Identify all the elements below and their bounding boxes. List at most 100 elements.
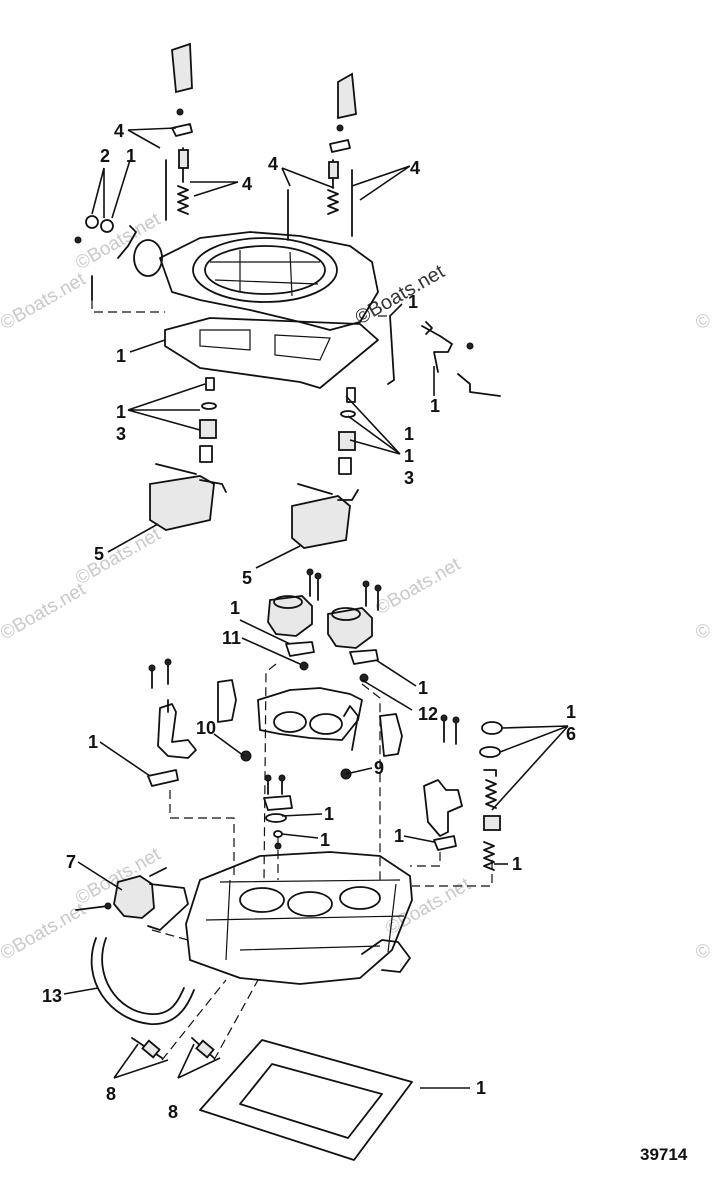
callout-label: 1 bbox=[126, 146, 136, 166]
screw bbox=[74, 236, 82, 244]
float-needle-seat bbox=[199, 419, 217, 439]
washer bbox=[479, 746, 501, 758]
watermark: ©Boats.net bbox=[72, 209, 165, 275]
watermark: ©Boats.net bbox=[0, 579, 90, 645]
pulloff-rod bbox=[149, 867, 167, 877]
callout-label: 9 bbox=[374, 758, 384, 778]
callout-label: 1 bbox=[566, 702, 576, 722]
float-pin bbox=[297, 483, 333, 495]
screw bbox=[176, 108, 184, 116]
spring bbox=[177, 185, 189, 215]
gasket-small bbox=[349, 649, 379, 665]
accel-pump-left bbox=[157, 703, 197, 759]
throttle-lever bbox=[361, 939, 411, 973]
callout-label: 1 bbox=[418, 678, 428, 698]
callout-label: 1 bbox=[116, 402, 126, 422]
gasket-left bbox=[147, 769, 179, 787]
venturi-cluster bbox=[257, 687, 363, 741]
jet bbox=[299, 661, 309, 671]
bracket-right bbox=[379, 713, 403, 757]
watermark: © bbox=[692, 619, 715, 644]
piston-right bbox=[327, 607, 373, 649]
body-detail bbox=[205, 879, 405, 961]
main-body-assembly bbox=[75, 851, 413, 1161]
venturi-assemblies bbox=[217, 568, 460, 850]
float-pin bbox=[155, 463, 197, 475]
callout-label: 1 bbox=[116, 346, 126, 366]
plate bbox=[263, 795, 293, 811]
cover-body bbox=[159, 231, 379, 331]
washer bbox=[481, 721, 503, 735]
watermark: ©Boats.net bbox=[0, 269, 90, 335]
screw bbox=[151, 663, 169, 689]
needle-housing bbox=[178, 149, 189, 169]
callout-label: 4 bbox=[242, 174, 252, 194]
pin bbox=[346, 387, 356, 403]
gasket-upper bbox=[164, 317, 379, 389]
choke-plate-left bbox=[171, 42, 193, 94]
pump-cup bbox=[483, 815, 501, 831]
hose-inner bbox=[101, 937, 185, 1015]
callout-label: 1 bbox=[404, 424, 414, 444]
choke-lever bbox=[133, 239, 163, 277]
base-gasket-opening bbox=[239, 1063, 383, 1139]
callout-label: 7 bbox=[66, 852, 76, 872]
leader-lines bbox=[63, 127, 569, 1089]
watermark: ©Boats.net bbox=[72, 524, 165, 590]
screw bbox=[309, 571, 319, 601]
guide-lines-top bbox=[91, 300, 392, 317]
callout-label: 5 bbox=[94, 544, 104, 564]
ring bbox=[340, 410, 356, 418]
callout-label: 1 bbox=[320, 830, 330, 850]
callout-label: 4 bbox=[268, 154, 278, 174]
choke-pulloff bbox=[113, 875, 155, 919]
callout-label: 11 bbox=[222, 628, 241, 648]
callout-label: 3 bbox=[116, 424, 126, 444]
screw bbox=[75, 905, 109, 911]
watermark: © bbox=[692, 309, 715, 334]
callout-label: 8 bbox=[106, 1084, 116, 1104]
callout-label: 10 bbox=[196, 718, 216, 738]
link-lever bbox=[421, 325, 453, 373]
spring bbox=[327, 189, 339, 215]
gasket-holes bbox=[199, 329, 331, 361]
watermark: ©Boats.net bbox=[382, 874, 475, 940]
callout-label: 1 bbox=[512, 854, 522, 874]
gasket-small bbox=[285, 641, 315, 657]
callout-label: 5 bbox=[242, 568, 252, 588]
pin bbox=[205, 377, 215, 391]
callout-label: 1 bbox=[476, 1078, 486, 1098]
guide-lines-lower bbox=[151, 663, 493, 1061]
callout-label: 1 bbox=[230, 598, 240, 618]
spring bbox=[483, 841, 495, 871]
callout-label: 6 bbox=[566, 724, 576, 744]
screw bbox=[365, 583, 379, 611]
float-needle bbox=[338, 457, 352, 475]
callout-label: 3 bbox=[404, 468, 414, 488]
callout-label: 13 bbox=[42, 986, 62, 1006]
cover-detail bbox=[210, 250, 320, 297]
bent-rod bbox=[457, 373, 501, 397]
callout-label: 4 bbox=[410, 158, 420, 178]
float-needle bbox=[199, 445, 213, 463]
screw bbox=[466, 342, 474, 350]
watermark: ©Boats.net bbox=[372, 554, 465, 620]
callout-label: 1 bbox=[404, 446, 414, 466]
callout-label: 8 bbox=[168, 1102, 178, 1122]
air-horn-ring bbox=[192, 237, 338, 303]
spring bbox=[483, 769, 497, 809]
o-ring bbox=[100, 219, 114, 233]
hose bbox=[90, 937, 195, 1025]
arm bbox=[343, 705, 359, 751]
choke-plate-right bbox=[337, 72, 357, 120]
jet-10 bbox=[240, 750, 252, 762]
watermark-strong: ©Boats.net bbox=[352, 260, 449, 329]
screw bbox=[443, 717, 457, 745]
top-cover-assembly bbox=[74, 42, 501, 397]
screw bbox=[336, 124, 344, 132]
base-gasket bbox=[199, 1039, 413, 1161]
float-right bbox=[291, 495, 351, 549]
callout-label: 12 bbox=[418, 704, 438, 724]
side-linkages bbox=[147, 658, 503, 871]
